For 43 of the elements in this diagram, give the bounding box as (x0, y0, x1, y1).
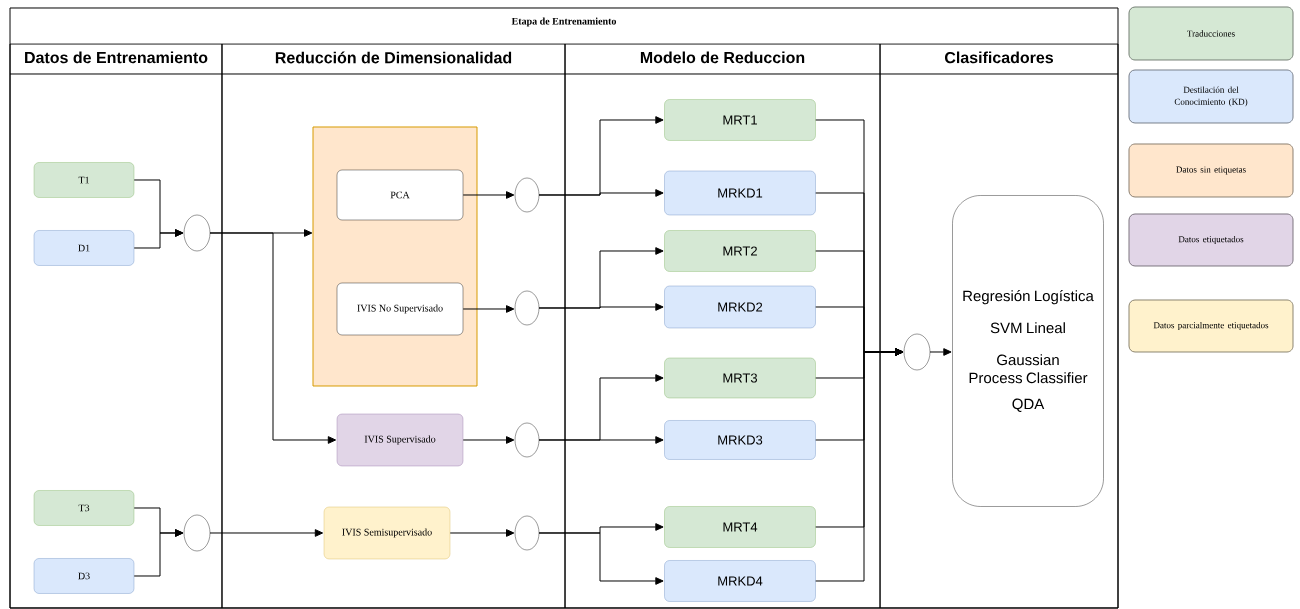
junction-circle (903, 333, 931, 371)
process-box: IVIS Semisupervisado (323, 506, 451, 560)
arrow (815, 348, 904, 582)
arrow (462, 305, 515, 313)
arrow (538, 532, 664, 585)
arrow (449, 529, 515, 537)
arrow (133, 529, 184, 577)
junction-circle (514, 422, 540, 458)
junction-circle (514, 177, 540, 213)
arrow (209, 232, 337, 444)
process-box: MRKD4 (664, 560, 816, 602)
process-box: MRT1 (664, 99, 816, 141)
process-box: PCA (336, 169, 464, 221)
arrow (929, 348, 952, 356)
junction-circle (514, 515, 540, 551)
arrow (462, 191, 515, 199)
legend-label: Traducciones (1187, 30, 1235, 37)
arrow (538, 189, 664, 197)
classifier-box: Regresión Logística SVM Lineal Gaussian Process Classifier QDA (952, 195, 1104, 507)
arrow (462, 436, 515, 444)
arrow (209, 529, 324, 537)
process-box: MRKD1 (664, 170, 816, 216)
arrow (538, 436, 664, 444)
legend-label: Datos sin etiquetas (1176, 166, 1246, 175)
process-box: D3 (33, 558, 135, 594)
process-box: IVIS Supervisado (336, 413, 464, 467)
legend-label: Datos parcialmente etiquetados (1153, 321, 1269, 331)
process-box: T1 (33, 162, 135, 198)
process-box: MRT2 (664, 230, 816, 272)
junction-circle (514, 290, 540, 326)
junction-circle (183, 214, 211, 252)
legend-label: Datos etiquetados (1178, 235, 1244, 245)
legend-label: Destilación del Conocimiento (KD) (1174, 86, 1248, 107)
process-box: D1 (33, 230, 135, 266)
process-box: IVIS No Supervisado (336, 282, 464, 336)
arrow (538, 303, 664, 311)
arrow (133, 229, 184, 249)
process-box: MRKD2 (664, 285, 816, 329)
process-box: MRT3 (664, 357, 816, 399)
junction-circle (183, 514, 211, 552)
process-box: MRKD3 (664, 420, 816, 460)
process-box: MRT4 (664, 506, 816, 548)
process-box: T3 (33, 490, 135, 526)
